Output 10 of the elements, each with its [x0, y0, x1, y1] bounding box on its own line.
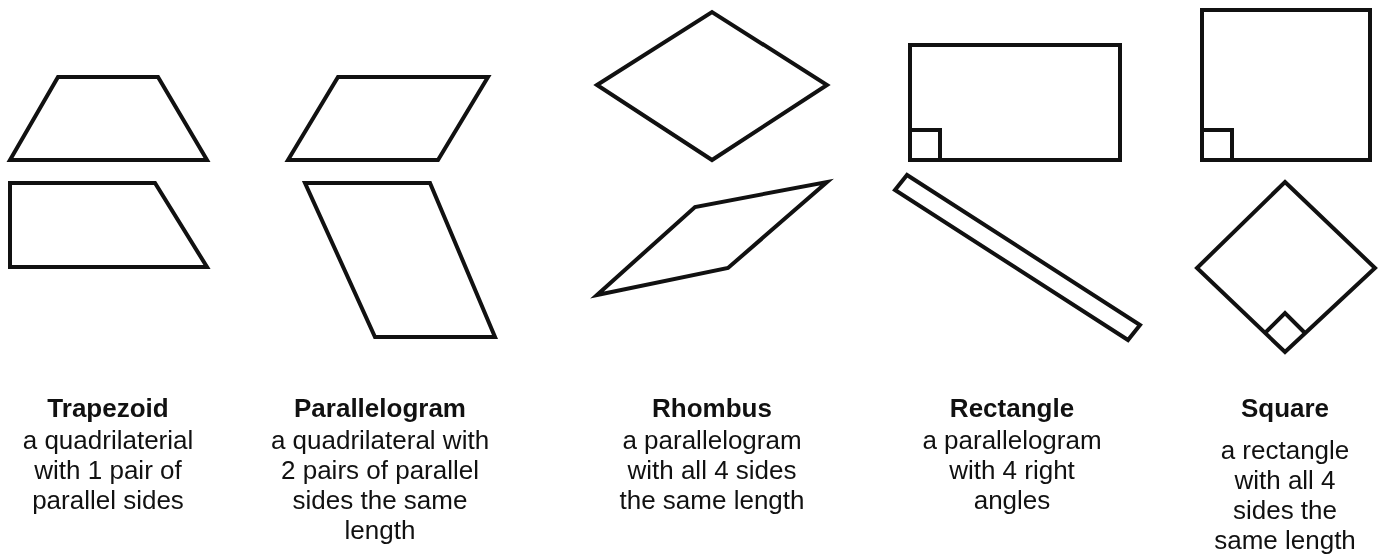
shape-name: Rhombus [651, 393, 773, 423]
shape-description: a parallelogram with all 4 sides the same length [618, 425, 806, 515]
shape-description: a rectangle with all 4 sides the same length [1213, 435, 1357, 555]
shape-name: Rectangle [948, 393, 1076, 423]
shape-name: Parallelogram [293, 393, 467, 423]
shape-description: a parallelogram with 4 right angles [921, 425, 1103, 515]
shape-name: Trapezoid [46, 393, 170, 423]
shape-description: a quadrilateral with 2 pairs of parallel sides the same length [269, 425, 491, 545]
shape-description: a quadrilaterial with 1 pair of parallel sides [21, 425, 195, 515]
shape-name: Square [1239, 393, 1331, 423]
